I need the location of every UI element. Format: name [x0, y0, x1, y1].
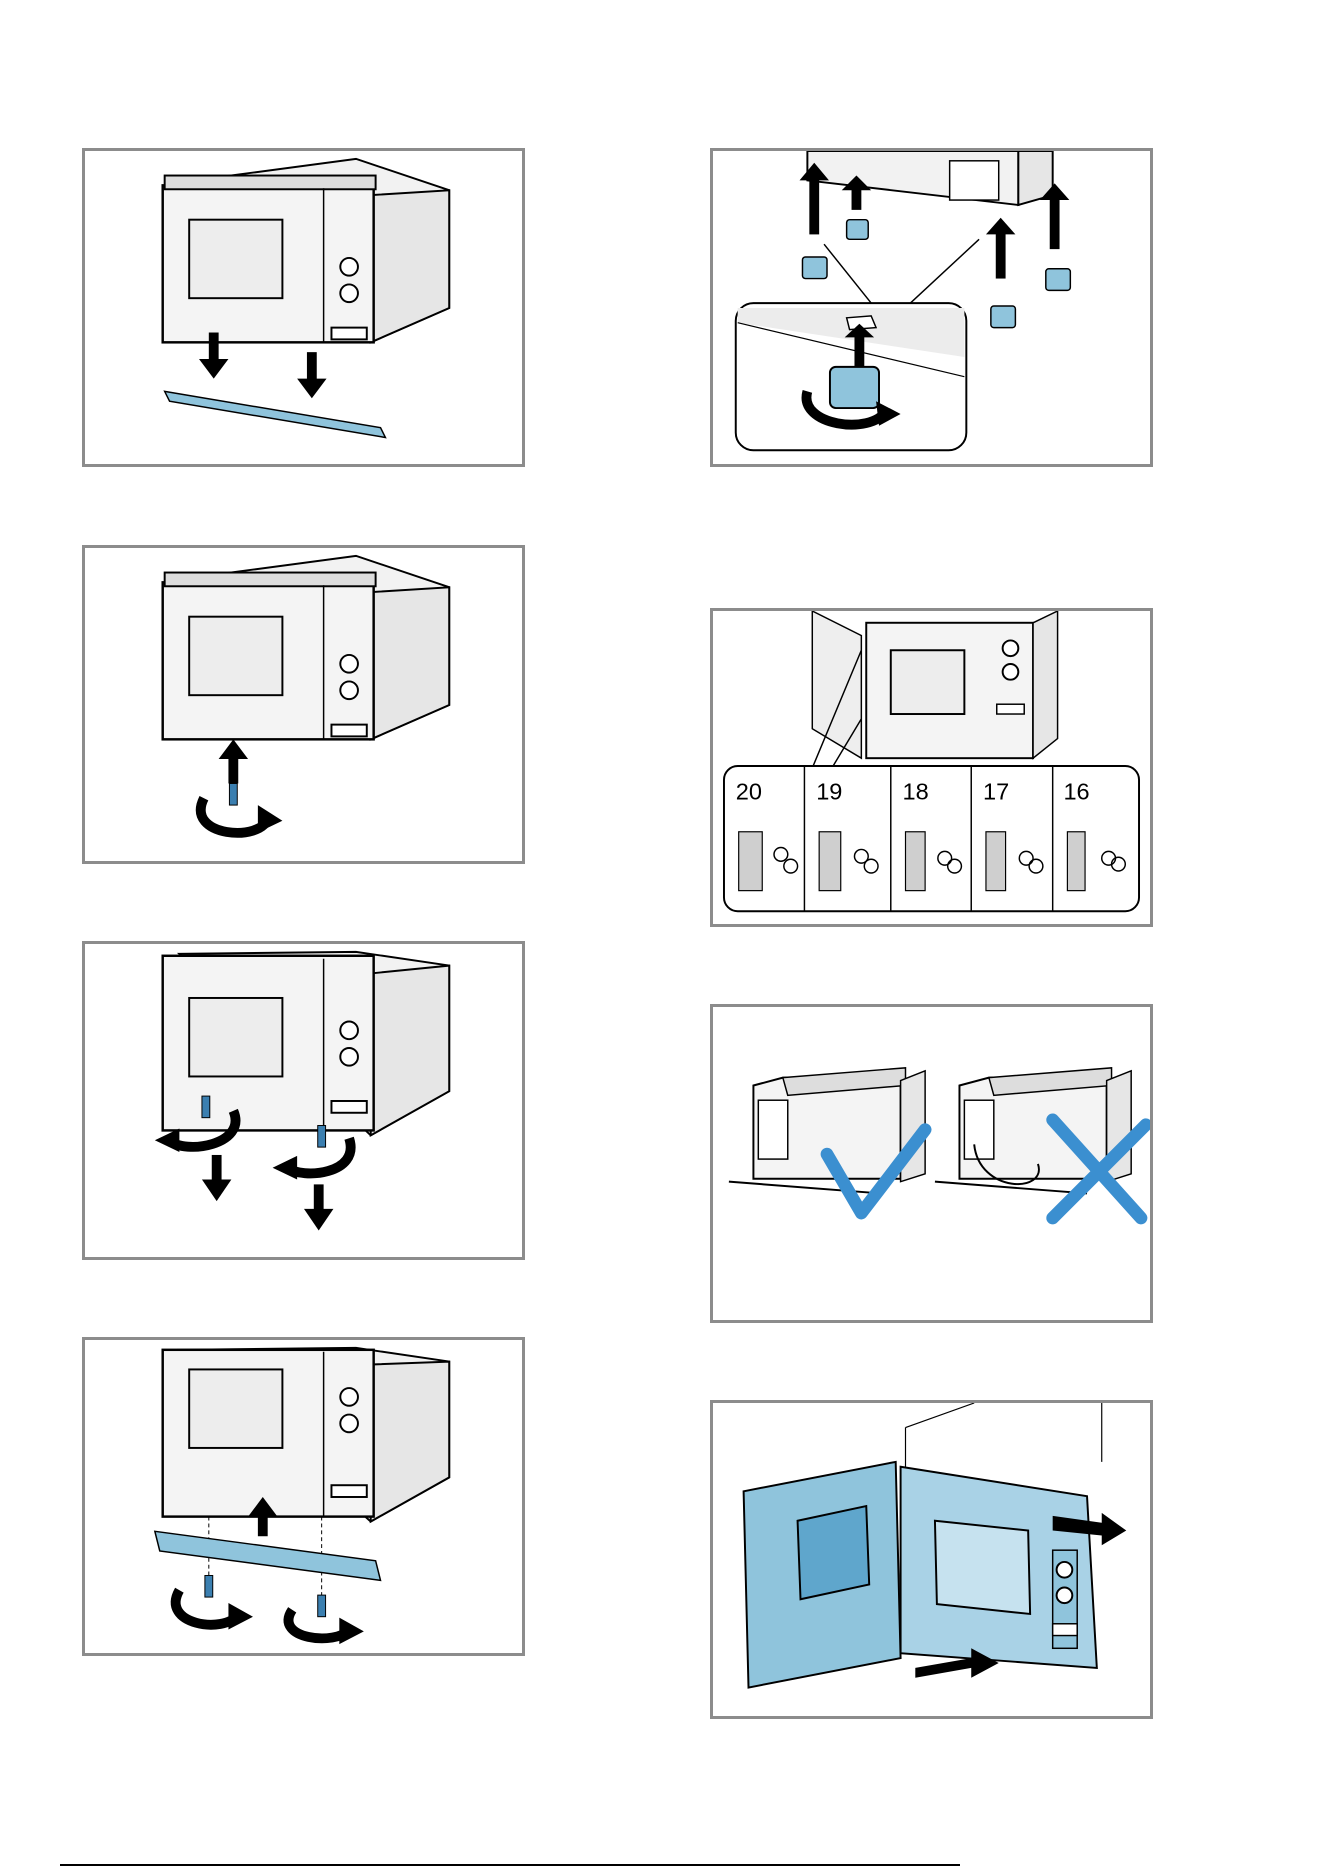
spacing-label: 17 — [983, 778, 1009, 804]
microwave-illustration — [85, 151, 522, 464]
step-panel-screw-in — [82, 545, 525, 864]
page-footer-rule — [60, 1864, 960, 1866]
step-panel-attach-strip — [82, 1337, 525, 1656]
spacing-label: 20 — [736, 778, 762, 804]
bracket-strip — [155, 1531, 381, 1580]
rotate-arrow-icon — [176, 1590, 364, 1644]
rotate-arrow-icon — [201, 798, 283, 833]
spacing-label: 16 — [1063, 778, 1089, 804]
foot-icon — [830, 367, 879, 408]
arrow-up-icon — [219, 739, 248, 783]
microwave-illustration — [85, 548, 522, 861]
step-panel-open-door — [710, 1400, 1153, 1719]
step-panel-cable-check — [710, 1004, 1153, 1323]
microwave-illustration — [85, 1340, 522, 1653]
step-panel-unscrew — [82, 941, 525, 1260]
microwave-illustration — [85, 944, 522, 1257]
step-panel-remove-strip — [82, 148, 525, 467]
step-panel-hinge-spacing: 20 19 18 17 16 — [710, 608, 1153, 927]
step-panel-adjust-feet — [710, 148, 1153, 467]
arrow-down-icon — [297, 352, 326, 398]
door-open-illustration — [744, 1462, 1097, 1688]
screw-icon — [205, 1575, 326, 1616]
spacing-label: 18 — [903, 778, 929, 804]
screw-icon — [229, 783, 237, 805]
spacing-label: 19 — [816, 778, 842, 804]
bracket-strip — [165, 391, 386, 437]
arrow-down-icon — [202, 1155, 333, 1231]
microwave-illustration — [713, 151, 1150, 464]
arrow-up-icon — [986, 218, 1015, 279]
